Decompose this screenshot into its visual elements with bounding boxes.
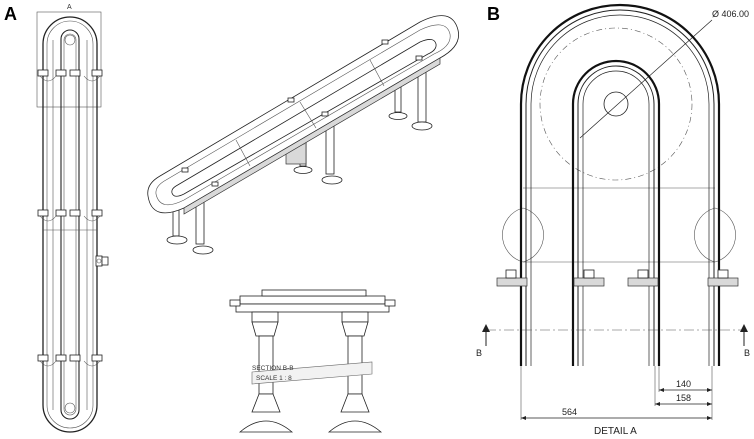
track-outer-rail bbox=[525, 9, 715, 366]
section-clamp-right bbox=[384, 299, 396, 307]
detail-clamp-3 bbox=[627, 269, 659, 287]
iso-clamp bbox=[415, 55, 423, 61]
section-arrowhead-right bbox=[740, 324, 748, 332]
side-cover-right bbox=[714, 207, 736, 263]
plan-view: A bbox=[36, 4, 109, 433]
sprocket-top bbox=[64, 34, 76, 46]
sprocket-outline bbox=[539, 27, 693, 181]
dim-label-140: 140 bbox=[676, 379, 691, 389]
iso-conveyor-skirt bbox=[183, 57, 441, 215]
section-bracket-right bbox=[341, 311, 369, 323]
iso-frame-joint-3 bbox=[369, 59, 385, 87]
leg-clamps-top bbox=[37, 69, 103, 82]
conveyor-inner-outline bbox=[60, 29, 80, 420]
iso-conveyor-rail bbox=[155, 24, 451, 206]
track-inner-inner bbox=[582, 70, 650, 366]
section-chain-guide bbox=[261, 289, 367, 297]
iso-clamp bbox=[211, 181, 219, 187]
iso-frame-joint-2 bbox=[235, 139, 251, 167]
track-inner-edge bbox=[571, 59, 661, 366]
leg-clamps-middle bbox=[37, 209, 103, 222]
detail-caption: DETAIL A bbox=[594, 426, 637, 437]
conveyor-outer-outline bbox=[42, 16, 98, 433]
section-arrowhead-left bbox=[482, 324, 490, 332]
conveyor-inner-rail bbox=[63, 33, 77, 416]
section-foot-right bbox=[327, 420, 383, 433]
iso-frame-joint bbox=[299, 101, 317, 129]
detail-clamp-2 bbox=[573, 269, 605, 287]
track-outer-edge bbox=[519, 3, 721, 366]
detail-clamp-4 bbox=[707, 269, 739, 287]
section-leg-head-left bbox=[251, 321, 279, 337]
section-view: SECTION B-B SCALE 1 : 8 bbox=[229, 289, 396, 433]
dim-label-564: 564 bbox=[562, 407, 577, 417]
section-bracket-left bbox=[251, 311, 279, 323]
drive-motor bbox=[95, 255, 109, 267]
iso-clamp bbox=[381, 39, 389, 45]
iso-clamp bbox=[287, 97, 295, 103]
panel-label-b: B bbox=[487, 4, 500, 24]
section-marker-right: B bbox=[744, 348, 750, 358]
section-marker-left: B bbox=[476, 348, 482, 358]
conveyor-outer-rail bbox=[46, 20, 94, 429]
section-foot-left bbox=[238, 420, 294, 433]
section-foot-neck-left bbox=[251, 393, 281, 413]
section-scale: SCALE 1 : 8 bbox=[256, 375, 292, 382]
sprocket-bottom bbox=[64, 402, 76, 414]
side-cover-left bbox=[502, 207, 524, 263]
track-inner-rail bbox=[577, 65, 655, 366]
iso-clamp bbox=[321, 111, 329, 117]
section-foot-neck-right bbox=[340, 393, 370, 413]
leg-clamps-bottom bbox=[37, 354, 103, 367]
isometric-view bbox=[147, 15, 459, 255]
iso-conveyor-inner bbox=[171, 39, 437, 197]
detail-clamp-1 bbox=[496, 269, 528, 287]
panel-label-a: A bbox=[4, 4, 17, 24]
dim-label-158: 158 bbox=[676, 393, 691, 403]
section-leg-head-right bbox=[341, 321, 369, 337]
section-break-band bbox=[251, 361, 373, 385]
detail-view: Ø 406.00 B bbox=[476, 3, 750, 437]
iso-clamp bbox=[181, 167, 189, 173]
detail-a-box bbox=[36, 11, 102, 108]
detail-a-marker: A bbox=[67, 4, 72, 11]
track-outer-inner bbox=[530, 14, 710, 366]
section-frame bbox=[235, 303, 390, 313]
sprocket-hub bbox=[603, 91, 629, 117]
iso-conveyor-outer bbox=[147, 15, 459, 214]
section-clamp-left bbox=[229, 299, 241, 307]
diameter-leader bbox=[579, 19, 713, 139]
section-top-beam bbox=[239, 295, 386, 305]
section-title: SECTION B-B bbox=[252, 365, 294, 372]
diameter-label: Ø 406.00 bbox=[712, 9, 749, 19]
